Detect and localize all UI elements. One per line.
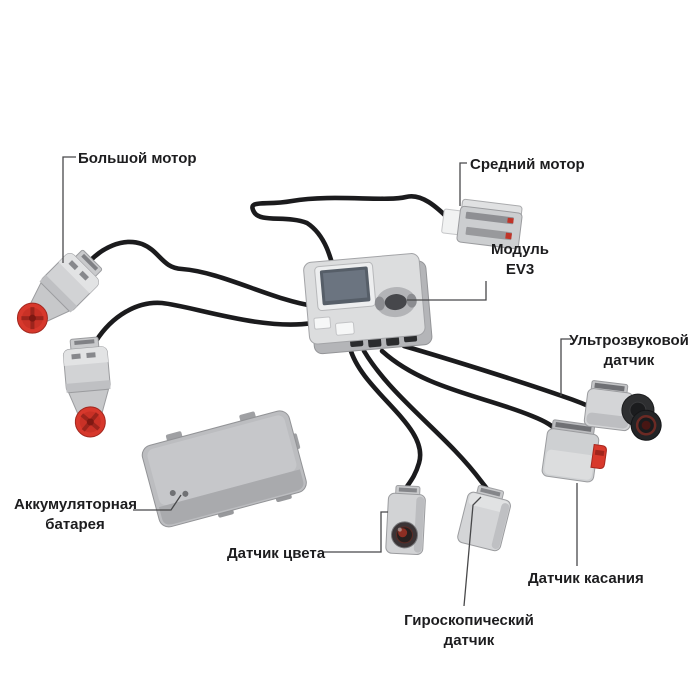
cables	[86, 193, 600, 501]
label-ultrasonic-sensor: Ультрозвуковой датчик	[563, 331, 695, 371]
label-gyro-line1: Гироскопический	[404, 612, 534, 629]
ultrasonic-shade	[586, 412, 629, 429]
touch-sensor-button-notch	[594, 449, 605, 456]
label-color-sensor: Датчик цвета	[227, 545, 326, 562]
ev3-white-port	[335, 321, 355, 336]
medium-motor-studs	[465, 211, 514, 225]
label-ultrasonic-line1: Ультрозвуковой	[569, 332, 689, 349]
ultrasonic-eye-right-red	[641, 420, 651, 430]
ev3-brick	[303, 253, 433, 355]
ev3-button-left	[374, 296, 385, 311]
gyro-sensor-top	[468, 493, 509, 513]
label-ev3-module-line1: Модуль	[490, 241, 550, 258]
gyro-sensor-shade	[491, 503, 510, 549]
gyro-sensor-stud-marks	[480, 487, 501, 497]
leader-color-sensor	[324, 511, 388, 553]
color-sensor-highlight	[397, 527, 402, 532]
cable-ultrasonic-sensor	[401, 343, 600, 413]
label-ev3-module-line2: EV3	[505, 261, 535, 278]
label-large-motor: Большой мотор	[78, 150, 197, 167]
cable-medium-motor	[250, 193, 455, 289]
touch-sensor-face	[544, 449, 594, 480]
gyro-sensor	[457, 484, 511, 552]
touch-sensor	[541, 419, 607, 483]
label-gyro-sensor: Гироскопический датчик	[404, 611, 534, 651]
battery-hole	[169, 490, 176, 497]
ev3-button-center	[384, 294, 407, 311]
color-sensor-stud-marks	[398, 487, 417, 493]
color-sensor	[385, 484, 426, 556]
label-battery-line2: батарея	[45, 516, 105, 533]
label-battery: Аккумуляторная батарея	[14, 495, 137, 535]
medium-motor-studs	[465, 226, 512, 241]
ev3-button-right	[406, 293, 417, 308]
battery	[141, 410, 307, 528]
cable-gyro-sensor	[361, 348, 496, 501]
leader-gyro-sensor	[463, 496, 482, 607]
battery-face	[147, 415, 297, 506]
touch-sensor-stud-marks	[555, 421, 592, 432]
ultrasonic-stud-marks	[594, 382, 625, 392]
label-ev3-module: Модуль EV3	[478, 240, 562, 280]
medium-motor	[441, 198, 523, 250]
leader-battery	[133, 494, 182, 511]
label-touch-sensor: Датчик касания	[528, 570, 644, 587]
cable-touch-sensor	[379, 348, 562, 436]
leader-ev3-module	[407, 281, 487, 301]
leader-ultrasonic	[560, 338, 571, 396]
leader-lines	[62, 156, 578, 607]
leader-large-motor	[62, 156, 76, 263]
label-medium-motor: Средний мотор	[470, 156, 585, 173]
battery-hole	[182, 490, 189, 497]
large-motor-2	[61, 335, 116, 440]
cable-large-motor-2	[93, 300, 315, 344]
leader-medium-motor	[459, 162, 467, 206]
medium-motor-red-mark	[505, 232, 512, 240]
touch-sensor-button	[590, 443, 607, 469]
ev3-white-port	[313, 316, 332, 330]
ultrasonic-sensor	[583, 380, 662, 441]
label-battery-line1: Аккумуляторная	[14, 496, 137, 513]
battery-lip	[158, 469, 304, 525]
cable-large-motor-1	[86, 239, 317, 309]
label-gyro-line2: датчик	[443, 632, 495, 649]
cable-color-sensor	[347, 345, 423, 494]
medium-motor-red-mark	[507, 217, 514, 224]
ev3-screen-inner	[322, 269, 368, 302]
label-ultrasonic-line2: датчик	[603, 352, 655, 369]
